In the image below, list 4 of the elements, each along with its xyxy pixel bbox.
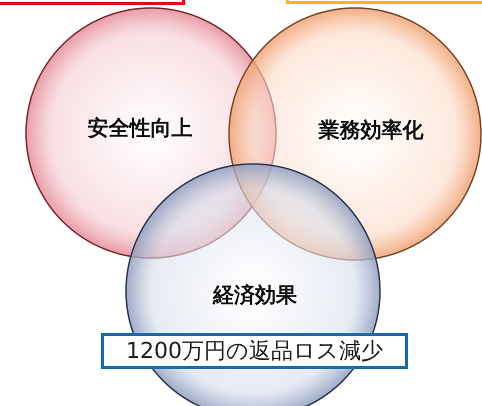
circle-label: 経済効果 xyxy=(213,282,297,309)
circle-label: 安全性向上 xyxy=(88,115,192,142)
note-box: 1200万円の返品ロス減少 xyxy=(101,333,408,369)
circle-label: 業務効率化 xyxy=(318,117,424,144)
